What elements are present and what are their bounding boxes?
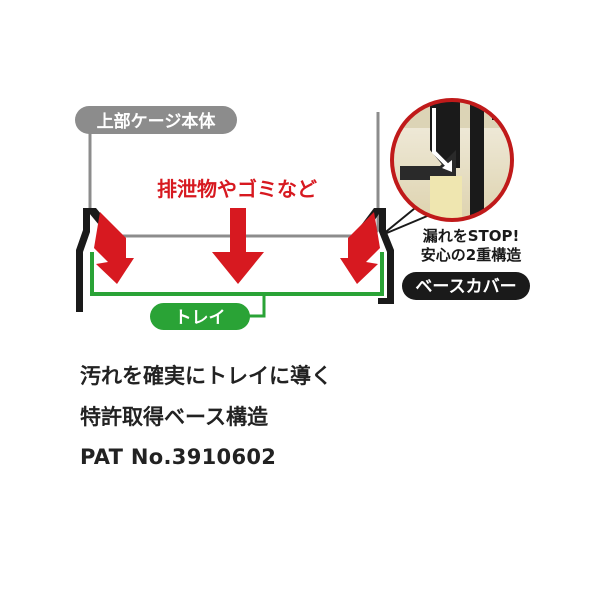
stop-text-line2: 安心の2重構造: [421, 246, 521, 264]
stop-text-line1: 漏れをSTOP!: [423, 227, 520, 245]
waste-arrow-left: [94, 212, 134, 284]
cage-label-pill: 上部ケージ本体: [75, 106, 237, 134]
waste-arrow-right: [340, 212, 380, 284]
waste-label: 排泄物やゴミなど: [157, 177, 317, 201]
tray-label-pill: トレイ: [150, 303, 250, 330]
base-cover-left: [76, 208, 116, 312]
cover-label-pill: ベースカバー: [402, 272, 530, 300]
waste-arrow-center: [212, 208, 264, 284]
caption-patented-structure: 特許取得ベース構造: [80, 405, 268, 429]
base-structure-diagram: 上部ケージ本体 トレイ 排泄物やゴミなど: [75, 98, 530, 330]
tray-label: トレイ: [175, 308, 226, 328]
cover-label: ベースカバー: [415, 277, 516, 297]
zoom-detail-circle: [390, 98, 514, 222]
caption-guide-to-tray: 汚れを確実にトレイに導く: [80, 364, 332, 388]
cage-label: 上部ケージ本体: [97, 111, 217, 132]
caption-patent-number: PAT No.3910602: [80, 445, 277, 469]
